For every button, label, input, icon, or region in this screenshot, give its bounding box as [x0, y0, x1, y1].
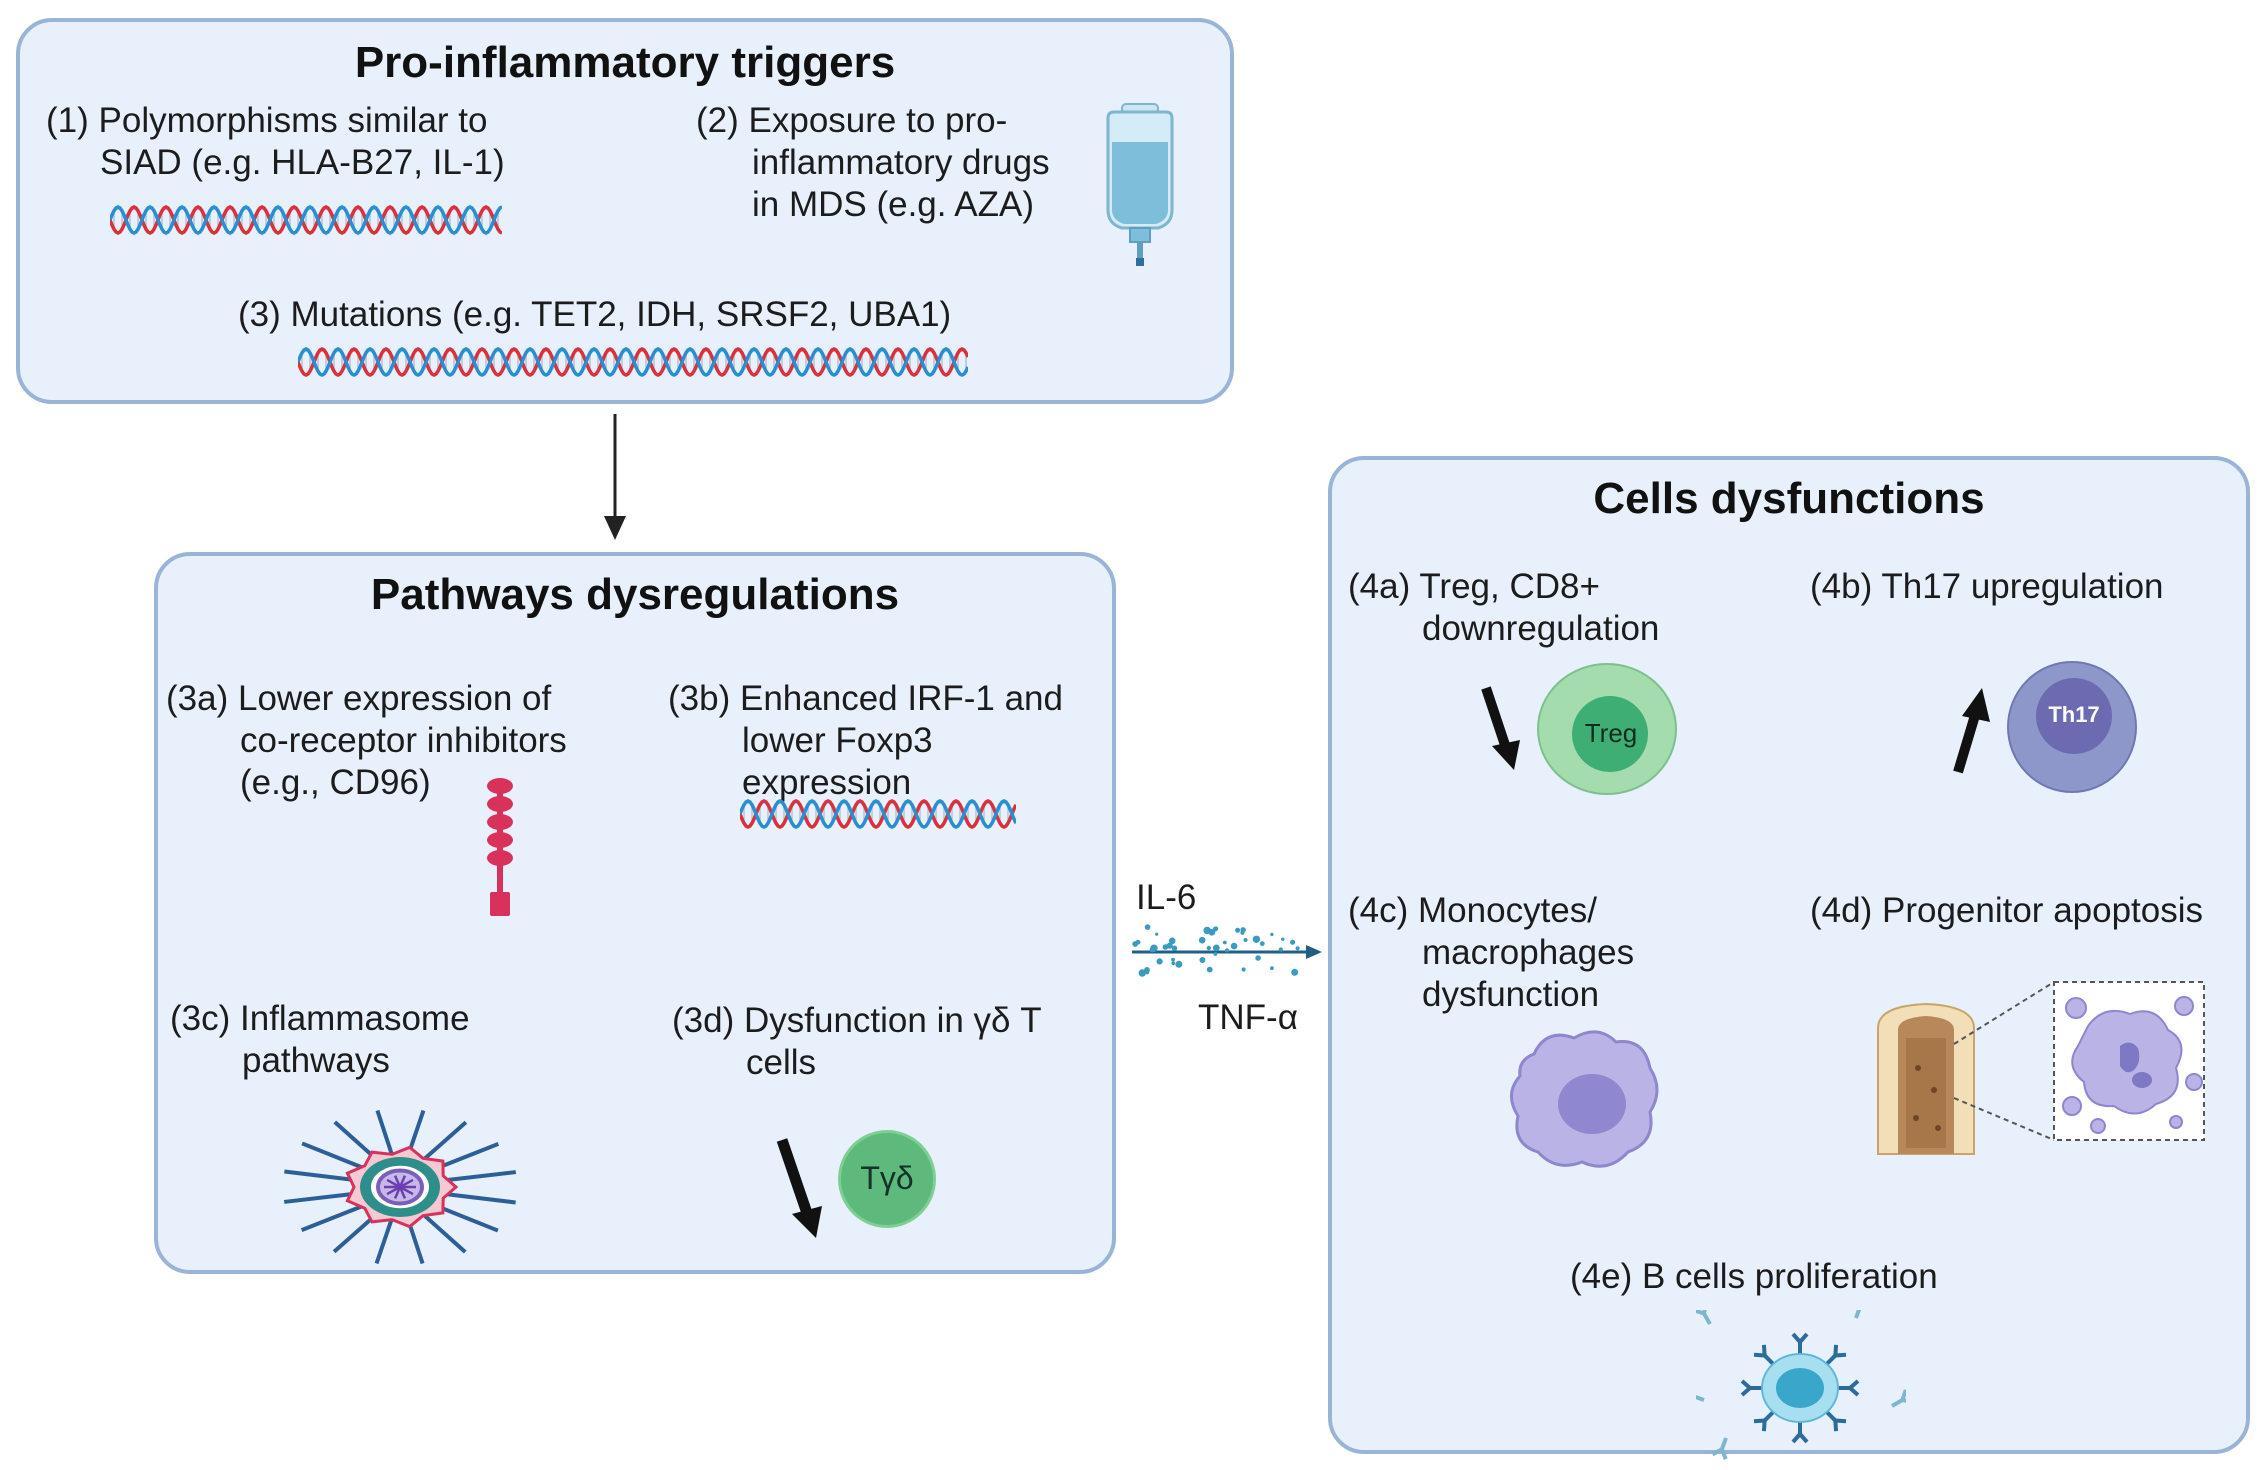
pathway-3d-label: (3d) Dysfunction in γδ T cells: [672, 1001, 1042, 1082]
trigger-1-label: (1) Polymorphisms similar to SIAD (e.g. …: [46, 101, 505, 182]
pathways-panel: Pathways dysregulations: [154, 552, 1116, 1274]
dna-helix-icon: [740, 799, 1016, 829]
cells-4a-label: (4a) Treg, CD8+ downregulation: [1348, 567, 1660, 648]
pathways-title: Pathways dysregulations: [370, 570, 900, 619]
treg-cell-label: Treg: [1584, 718, 1638, 748]
iv-bag-icon: [1106, 103, 1174, 266]
arrow-down-icon: [776, 1138, 822, 1238]
receptor-icon: [487, 778, 513, 916]
trigger-2-label: (2) Exposure to pro- inflammatory drugs …: [696, 101, 1050, 224]
pathway-3c-label: (3c) Inflammasome pathways: [170, 999, 470, 1080]
apoptotic-cell-icon: [2062, 996, 2203, 1134]
tgd-cell-label: Tγδ: [860, 1160, 914, 1196]
arrow-up-icon: [1953, 688, 1990, 774]
macrophage-icon: [1510, 1030, 1659, 1168]
arrow-down-connector: [604, 414, 626, 540]
trigger-3-label: (3) Mutations (e.g. TET2, IDH, SRSF2, UB…: [238, 295, 952, 334]
cytokine-arrow-icon: [1132, 924, 1322, 977]
cells-panel: Cells dysfunctions: [1328, 456, 2250, 1454]
cells-title: Cells dysfunctions: [1593, 474, 1985, 523]
dna-helix-icon: [110, 205, 502, 235]
th17-cell-label: Th17: [2048, 702, 2100, 727]
inflammasome-icon: [283, 1109, 517, 1265]
cells-4e-label: (4e) B cells proliferation: [1570, 1257, 1938, 1296]
treg-cell-icon: Treg: [1536, 662, 1678, 796]
triggers-title: Pro-inflammatory triggers: [354, 38, 896, 87]
th17-cell-icon: Th17: [2006, 660, 2138, 794]
b-cell-icon: [1696, 1310, 1906, 1460]
cells-4d-label: (4d) Progenitor apoptosis: [1810, 891, 2204, 930]
dna-helix-icon: [298, 347, 968, 377]
cell-icon: Tγδ: [836, 1128, 938, 1230]
pathway-3b-label: (3b) Enhanced IRF-1 and lower Foxp3 expr…: [668, 679, 1063, 802]
arrow-down-icon: [1481, 686, 1520, 770]
pathway-3a-label: (3a) Lower expression of co-receptor inh…: [166, 679, 567, 802]
cytokine-tnf-label: TNF-α: [1198, 998, 1298, 1037]
cells-4c-label: (4c) Monocytes/ macrophages dysfunction: [1348, 891, 1635, 1014]
cytokine-il6-label: IL-6: [1136, 878, 1197, 917]
cells-4b-label: (4b) Th17 upregulation: [1810, 567, 2164, 606]
